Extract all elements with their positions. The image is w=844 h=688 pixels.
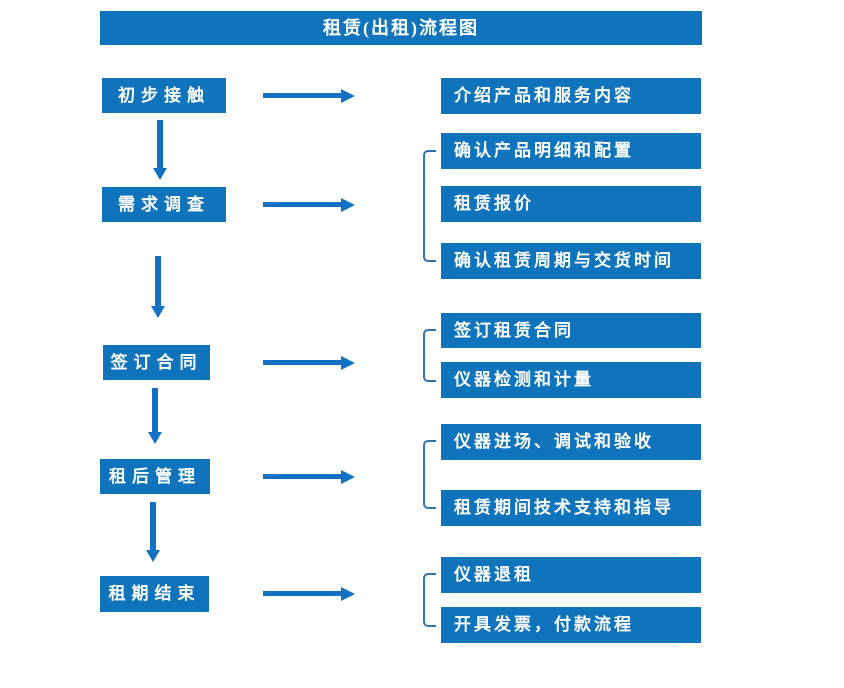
step-box-initial-contact: 初步接触	[102, 78, 226, 113]
bracket-demand-survey-group	[423, 150, 436, 262]
right-arrow-5	[263, 586, 355, 601]
detail-box-sign-rental-contract: 签订租赁合同	[441, 313, 701, 348]
step-box-demand-survey: 需求调查	[102, 187, 226, 222]
detail-box-instrument-testing: 仪器检测和计量	[441, 362, 701, 398]
down-arrow-4	[146, 502, 160, 562]
detail-box-invoice-payment: 开具发票，付款流程	[441, 607, 701, 643]
bracket-sign-contract-group	[423, 329, 436, 382]
right-arrow-4	[263, 469, 355, 484]
detail-box-instrument-return: 仪器退租	[441, 557, 701, 593]
step-box-rental-end: 租期结束	[100, 576, 209, 612]
step-box-sign-contract: 签订合同	[103, 345, 210, 380]
step-box-post-rental-management: 租后管理	[100, 459, 210, 494]
detail-box-instrument-setup-acceptance: 仪器进场、调试和验收	[441, 424, 701, 460]
down-arrow-2	[151, 256, 165, 318]
flowchart-title: 租赁(出租)流程图	[100, 11, 702, 45]
bracket-rental-end-group	[423, 573, 436, 627]
detail-box-introduce-products: 介绍产品和服务内容	[441, 78, 701, 114]
detail-box-confirm-period-delivery: 确认租赁周期与交货时间	[441, 243, 701, 279]
right-arrow-3	[263, 355, 355, 370]
down-arrow-3	[148, 388, 162, 444]
detail-box-technical-support: 租赁期间技术支持和指导	[441, 490, 701, 526]
detail-box-rental-quotation: 租赁报价	[441, 186, 701, 222]
detail-box-confirm-product-config: 确认产品明细和配置	[441, 133, 701, 169]
right-arrow-2	[263, 197, 355, 212]
right-arrow-1	[263, 88, 355, 103]
bracket-post-rental-group	[423, 440, 436, 509]
down-arrow-1	[153, 120, 167, 180]
